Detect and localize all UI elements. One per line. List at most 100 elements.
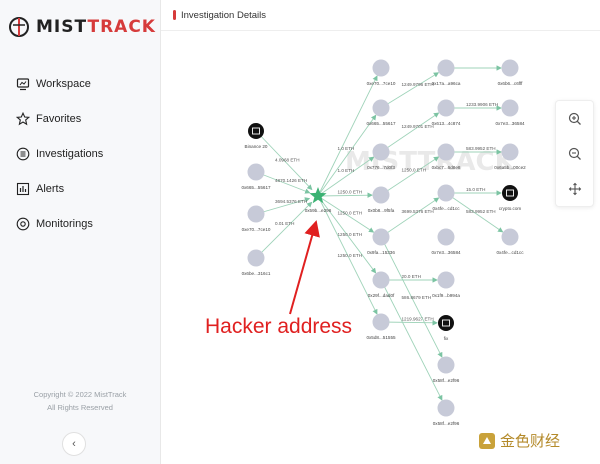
address-node-dot bbox=[372, 313, 390, 331]
address-node[interactable]: 0x58f...e2f96 bbox=[433, 356, 460, 384]
node-label: 0x0b8...9f5fa bbox=[368, 208, 395, 213]
address-node[interactable]: 0xe70...7ce10 bbox=[242, 205, 271, 233]
edge-amount-label: 1250.0 ETH bbox=[338, 211, 363, 216]
graph-edge[interactable] bbox=[445, 192, 504, 233]
graph-edge[interactable] bbox=[380, 197, 440, 238]
target-icon bbox=[16, 217, 30, 230]
graph-edge[interactable] bbox=[380, 156, 440, 196]
graph-edge[interactable] bbox=[317, 156, 375, 197]
graph-edge[interactable] bbox=[255, 130, 313, 191]
edge-amount-label: 3699.5376 ETH bbox=[402, 209, 434, 214]
graph-edge[interactable] bbox=[380, 112, 440, 153]
edge-amount-label: 1249.9701 ETH bbox=[402, 124, 434, 129]
address-node[interactable]: 0x1f9...b994a bbox=[432, 271, 460, 299]
address-node[interactable]: 0x665...55617 bbox=[366, 99, 396, 127]
address-node-dot bbox=[372, 59, 390, 77]
sidebar-item-investigations[interactable]: Investigations bbox=[0, 136, 160, 171]
graph-edge[interactable] bbox=[255, 171, 311, 194]
address-node[interactable]: 0x665...55617 bbox=[241, 163, 271, 191]
sidebar-item-label: Favorites bbox=[36, 112, 82, 125]
node-label: 0x17a...a96ca bbox=[432, 81, 461, 86]
address-node[interactable]: 0x7e3...36584 bbox=[495, 99, 525, 127]
address-node[interactable]: 0xe70...7ce10 bbox=[367, 59, 396, 87]
move-icon bbox=[568, 182, 581, 195]
graph-edge[interactable] bbox=[317, 195, 378, 315]
address-node-dot bbox=[372, 99, 390, 117]
address-node-dot bbox=[247, 205, 265, 223]
jinse-logo-icon bbox=[479, 432, 495, 449]
graph-edge[interactable] bbox=[380, 236, 443, 358]
node-label: 0x665...55617 bbox=[366, 121, 396, 126]
address-node-dot bbox=[372, 143, 390, 161]
node-label: 0x7e3...36584 bbox=[495, 121, 525, 126]
sidebar-nav: Workspace Favorites Investigations Alert… bbox=[0, 66, 160, 241]
node-label: 0x29f...dad0f bbox=[368, 293, 395, 298]
sidebar-item-alerts[interactable]: Alerts bbox=[0, 171, 160, 206]
address-node[interactable]: 0x613...4c874 bbox=[432, 99, 461, 127]
address-node[interactable]: 0x6a5b...00ce2 bbox=[494, 143, 526, 171]
address-node[interactable]: 0x4fe...cd1cc bbox=[496, 228, 524, 256]
exchange-node[interactable]: crypto.com bbox=[499, 185, 522, 211]
hacker-node[interactable]: 0x59b...e296 bbox=[305, 187, 332, 213]
address-node[interactable]: 0x6be...316c1 bbox=[242, 249, 271, 277]
graph-edge[interactable] bbox=[380, 72, 440, 109]
bank-icon bbox=[248, 123, 264, 139]
address-node[interactable]: 0x17a...a96ca bbox=[432, 59, 461, 87]
sidebar-item-label: Monitorings bbox=[36, 217, 93, 230]
graph-edge[interactable] bbox=[317, 75, 378, 197]
sidebar-item-favorites[interactable]: Favorites bbox=[0, 101, 160, 136]
graph-edge[interactable] bbox=[317, 195, 377, 274]
collapse-sidebar-button[interactable]: ‹ bbox=[62, 432, 86, 456]
zoom-out-icon bbox=[568, 147, 581, 160]
hacker-annotation: Hacker address bbox=[205, 315, 352, 338]
graph-edge[interactable] bbox=[255, 201, 313, 259]
graph-edge[interactable] bbox=[317, 192, 373, 198]
graph-edge[interactable] bbox=[380, 279, 443, 401]
fit-view-button[interactable] bbox=[556, 171, 593, 206]
graph-edge[interactable] bbox=[317, 195, 375, 233]
address-node[interactable]: 0xbc7...6d8e8 bbox=[432, 143, 461, 171]
sidebar-item-monitorings[interactable]: Monitorings bbox=[0, 206, 160, 241]
page-header: Investigation Details bbox=[161, 0, 600, 31]
address-node[interactable]: 0x9fa...15336 bbox=[367, 228, 395, 256]
zoom-out-button[interactable] bbox=[556, 136, 593, 171]
logo[interactable]: MISTTRACK bbox=[8, 12, 156, 42]
exchange-node[interactable]: fix bbox=[438, 315, 454, 341]
address-node[interactable]: 0x7e3...36584 bbox=[431, 228, 461, 256]
node-label: 0x9fa...15336 bbox=[367, 250, 395, 255]
bank-icon bbox=[502, 185, 518, 201]
address-node[interactable]: 0x29f...dad0f bbox=[368, 271, 395, 299]
alert-chart-icon bbox=[16, 182, 30, 195]
address-node[interactable]: 0x6b6...c6fff bbox=[498, 59, 524, 87]
zoom-controls bbox=[555, 100, 594, 207]
node-label: 0xbc7...6d8e8 bbox=[432, 165, 461, 170]
address-node[interactable]: 0x5d8...51555 bbox=[366, 313, 396, 341]
corner-watermark: 金色财经 bbox=[478, 430, 560, 451]
graph-edge[interactable] bbox=[255, 197, 311, 215]
annotation-arrow bbox=[289, 220, 320, 315]
address-node[interactable]: 0x0b8...9f5fa bbox=[368, 186, 395, 214]
sidebar-item-workspace[interactable]: Workspace bbox=[0, 66, 160, 101]
address-node[interactable]: 0x4fe...cd1cc bbox=[432, 184, 460, 212]
address-node-dot bbox=[372, 228, 390, 246]
graph-edge[interactable] bbox=[380, 320, 438, 326]
zoom-in-button[interactable] bbox=[556, 101, 593, 136]
address-node-dot bbox=[437, 271, 455, 289]
bank-icon-glyph bbox=[506, 189, 514, 197]
node-label: 0x665...55617 bbox=[241, 185, 271, 190]
edge-amount-label: 1249.9796 ETH bbox=[402, 82, 434, 87]
address-node-dot bbox=[437, 99, 455, 117]
address-node[interactable]: 0x776...7d0f3 bbox=[367, 143, 395, 171]
graph-edge[interactable] bbox=[317, 114, 377, 197]
exchange-node[interactable]: Binance 20 bbox=[245, 123, 268, 149]
address-node[interactable]: 0x58f...e2f96 bbox=[433, 399, 460, 427]
edge-amount-label: 1.0 ETH bbox=[338, 146, 355, 151]
node-label: 0x4fe...cd1cc bbox=[496, 250, 524, 255]
address-node-dot bbox=[437, 184, 455, 202]
node-label: 0x6be...316c1 bbox=[242, 271, 271, 276]
edge-amount-label: 1250.0 ETH bbox=[338, 253, 363, 258]
node-label: 0xe70...7ce10 bbox=[242, 227, 271, 232]
address-node-dot bbox=[372, 271, 390, 289]
list-icon bbox=[16, 147, 30, 160]
